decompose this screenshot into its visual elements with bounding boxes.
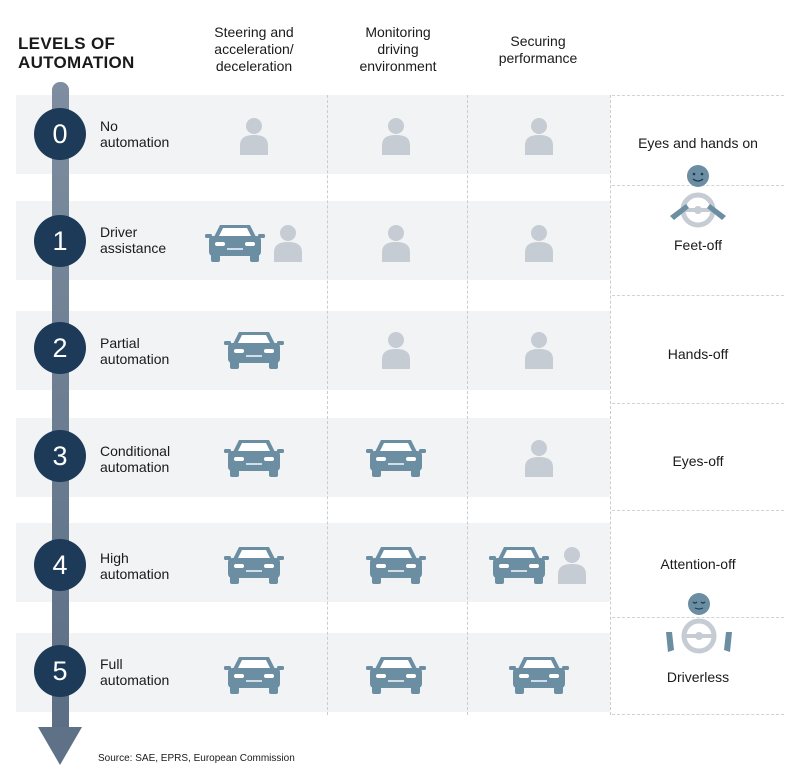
car-icon (224, 332, 284, 369)
car-icon (489, 547, 549, 584)
level-label-line: automation (100, 351, 170, 367)
person-icon (525, 118, 553, 155)
column-divider (467, 95, 468, 715)
level-label-3: Conditional automation (100, 443, 170, 475)
level-label-line: Partial (100, 335, 140, 351)
person-icon (274, 225, 302, 262)
column-header-line: acceleration/ (214, 41, 294, 57)
page-title: LEVELS OF AUTOMATION (18, 34, 135, 72)
car-icon (509, 657, 569, 694)
right-divider (612, 714, 784, 715)
person-icon (382, 118, 410, 155)
level-label-line: automation (100, 459, 170, 475)
person-icon (240, 118, 268, 155)
level-label-0: No automation (100, 118, 169, 150)
right-label-eyes-off: Eyes-off (672, 453, 724, 469)
level-label-5: Full automation (100, 656, 169, 688)
column-header-line: Monitoring (365, 24, 431, 40)
level-number-4: 4 (34, 539, 86, 591)
car-icon (224, 440, 284, 477)
level-label-line: Driver (100, 224, 138, 240)
column-header-line: Securing (510, 33, 566, 49)
level-number-0: 0 (34, 108, 86, 160)
column-header-monitoring: Monitoring driving environment (323, 24, 473, 75)
person-icon (525, 225, 553, 262)
title-line-1: LEVELS OF (18, 34, 116, 53)
level-label-line: Conditional (100, 443, 171, 459)
right-label-feet-off: Feet-off (674, 237, 722, 253)
automation-arrow-shaft (52, 82, 69, 732)
column-header-line: Steering and (214, 24, 294, 40)
level-number-5: 5 (34, 645, 86, 697)
automation-arrow-head (38, 727, 82, 765)
right-label-attention-off: Attention-off (660, 556, 736, 572)
car-icon (205, 225, 265, 262)
driver-sleeping-icon (666, 593, 732, 654)
source-note: Source: SAE, EPRS, European Commission (98, 753, 295, 764)
level-label-1: Driver assistance (100, 224, 166, 256)
level-label-line: automation (100, 134, 170, 150)
column-header-line: environment (359, 58, 437, 74)
level-row-3 (16, 418, 610, 497)
column-header-securing: Securing performance (463, 33, 613, 67)
right-divider (612, 295, 784, 296)
person-icon (558, 547, 586, 584)
person-icon (525, 332, 553, 369)
column-header-line: performance (498, 50, 578, 66)
car-icon (224, 657, 284, 694)
right-label-driverless: Driverless (666, 669, 730, 685)
right-divider (612, 403, 784, 404)
level-label-4: High automation (100, 550, 169, 582)
driver-hands-on-icon (670, 165, 726, 228)
person-icon (525, 440, 553, 477)
column-divider (327, 95, 328, 715)
level-label-2: Partial automation (100, 335, 169, 367)
right-divider (612, 617, 784, 618)
level-label-line: No (100, 118, 118, 134)
car-icon (366, 440, 426, 477)
level-label-line: Full (100, 656, 123, 672)
right-divider (612, 510, 784, 511)
person-icon (382, 225, 410, 262)
level-number-3: 3 (34, 430, 86, 482)
right-divider (612, 95, 784, 96)
title-line-2: AUTOMATION (18, 53, 135, 72)
level-row-1 (16, 201, 610, 280)
level-number-1: 1 (34, 215, 86, 267)
level-label-line: automation (100, 566, 170, 582)
column-header-line: deceleration (215, 58, 293, 74)
right-label-eyes-hands-on: Eyes and hands on (638, 135, 758, 151)
person-icon (382, 332, 410, 369)
column-header-line: driving (377, 41, 419, 57)
level-row-2 (16, 311, 610, 390)
car-icon (224, 547, 284, 584)
car-icon (366, 657, 426, 694)
level-label-line: High (100, 550, 129, 566)
right-label-hands-off: Hands-off (667, 346, 729, 362)
column-divider (610, 95, 611, 715)
level-label-line: automation (100, 672, 170, 688)
level-label-line: assistance (100, 240, 167, 256)
level-row-5 (16, 633, 610, 712)
level-row-0 (16, 95, 610, 174)
column-header-steering: Steering and acceleration/ deceleration (179, 24, 329, 75)
car-icon (366, 547, 426, 584)
level-number-2: 2 (34, 322, 86, 374)
